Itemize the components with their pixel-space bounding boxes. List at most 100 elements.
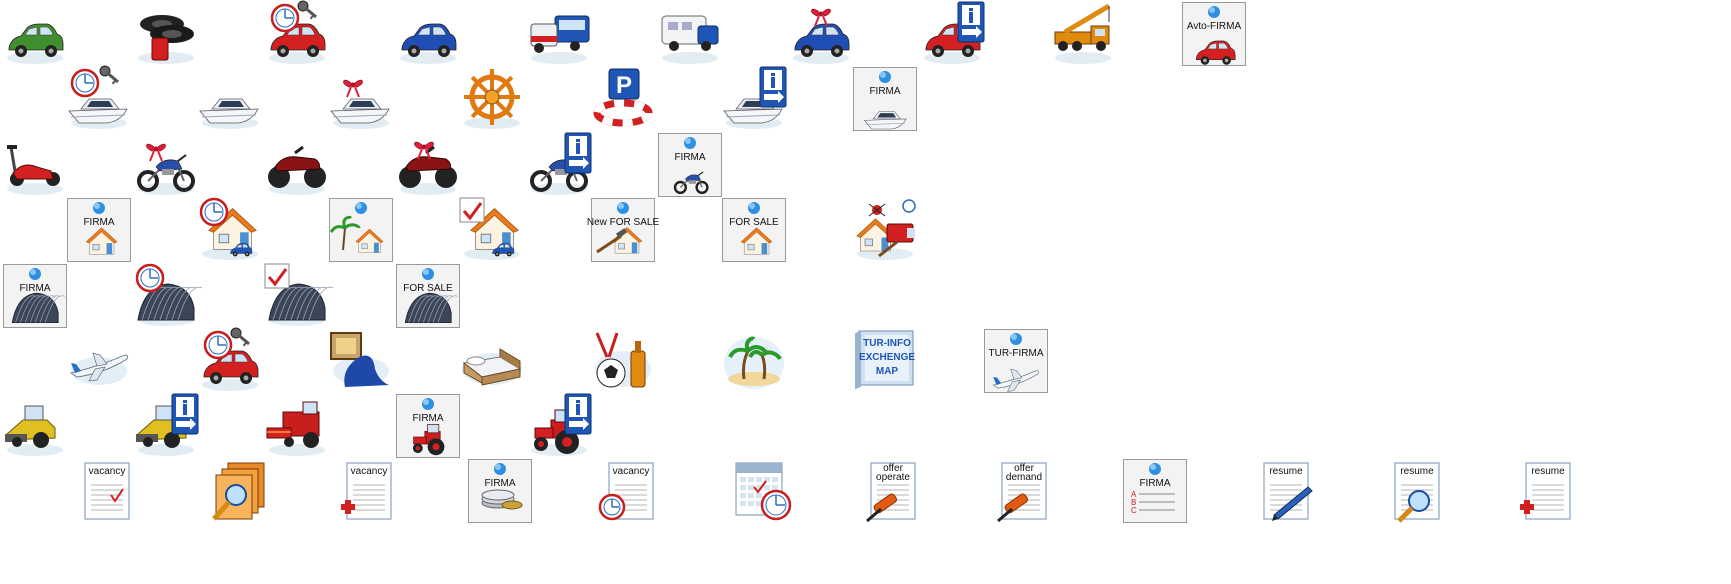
boat-rental-icon xyxy=(67,65,131,131)
doc-label: vacancy xyxy=(89,466,126,477)
resort-house-graphic xyxy=(329,198,393,262)
car-info-icon xyxy=(920,1,985,66)
svg-text:A: A xyxy=(1131,490,1137,499)
tile-label: FIRMA xyxy=(674,152,705,163)
tur-firma-graphic: TUR-FIRMA xyxy=(984,329,1048,393)
svg-text:B: B xyxy=(1131,498,1136,507)
retro-car-graphic xyxy=(7,23,64,64)
resort-house-icon xyxy=(329,198,393,262)
quad-bike-icon xyxy=(265,133,329,197)
doc-label: resume xyxy=(1400,466,1434,477)
blue-car-icon xyxy=(396,2,460,66)
avto-firma-icon: Avto-FIRMA xyxy=(1182,2,1246,66)
blue-car-graphic xyxy=(400,23,457,64)
hangar-firma-icon: FIRMA xyxy=(3,264,67,328)
combine-graphic xyxy=(266,401,325,456)
ship-wheel-graphic xyxy=(464,69,520,129)
car-rental-icon xyxy=(265,0,329,66)
yacht-gift-icon xyxy=(329,67,393,131)
boat-rental-graphic xyxy=(68,65,128,129)
tile-label: Avto-FIRMA xyxy=(1187,21,1242,32)
motorbike-gift-icon xyxy=(134,133,198,197)
finance-firma-icon: FIRMA xyxy=(468,459,532,523)
boat-firma-graphic: FIRMA xyxy=(853,67,917,131)
calendar-clock-graphic xyxy=(735,462,792,521)
scooter-graphic xyxy=(7,145,63,195)
hangar-firma-graphic: FIRMA xyxy=(3,264,67,328)
car-info-graphic xyxy=(924,1,985,64)
quad-bike-graphic xyxy=(268,145,326,195)
hangar-for-sale-graphic: FOR SALE xyxy=(396,264,460,328)
boat-info-graphic xyxy=(723,66,787,129)
resume-edit-graphic: resume xyxy=(1263,462,1313,521)
retro-car-icon xyxy=(3,2,67,66)
house-services-graphic xyxy=(856,199,916,260)
agro-firma-graphic: FIRMA xyxy=(396,394,460,458)
vacancy-add-icon: vacancy xyxy=(337,459,401,523)
tires-oil-icon xyxy=(134,2,198,66)
yacht-icon xyxy=(198,67,262,131)
yacht-graphic xyxy=(199,98,259,129)
vacancy-icon: vacancy xyxy=(75,459,139,523)
tile-label: FIRMA xyxy=(869,86,900,97)
resume-add-icon: resume xyxy=(1516,459,1580,523)
motorbike-gift-graphic xyxy=(137,143,195,195)
car-rental-graphic xyxy=(269,0,326,64)
svg-text:C: C xyxy=(1131,506,1137,515)
palm-island-icon xyxy=(722,329,786,393)
tractor-info-graphic xyxy=(531,393,592,456)
folders-search-graphic xyxy=(212,462,265,521)
house-firma-graphic: FIRMA xyxy=(67,198,131,262)
hangar-for-sale-icon: FOR SALE xyxy=(396,264,460,328)
sport-drink-graphic xyxy=(595,332,651,388)
doc-label: vacancy xyxy=(613,466,650,477)
car-gift-graphic xyxy=(793,8,850,64)
doc-label: resume xyxy=(1531,466,1565,477)
house-check-graphic xyxy=(459,197,520,260)
house-rental-graphic xyxy=(199,197,258,260)
truck-bus-icon xyxy=(527,2,591,66)
crane-truck-graphic xyxy=(1054,3,1111,64)
truck-bus-graphic xyxy=(530,15,590,64)
car-gift-icon xyxy=(789,2,853,66)
harvester-icon xyxy=(3,394,67,458)
motorbike-info-icon xyxy=(527,132,592,197)
new-for-sale-graphic: New FOR SALE xyxy=(587,198,659,262)
crane-truck-icon xyxy=(1051,2,1115,66)
tile-label: FIRMA xyxy=(412,413,443,424)
for-sale-house-graphic: FOR SALE xyxy=(722,198,786,262)
boat-firma-icon: FIRMA xyxy=(853,67,917,131)
doc-label-sub: demand xyxy=(1006,472,1042,483)
tile-label: FOR SALE xyxy=(403,283,453,294)
harvester-graphic xyxy=(5,405,63,456)
resume-search-graphic: resume xyxy=(1394,462,1440,523)
doc-label: resume xyxy=(1269,466,1303,477)
car-rental-travel-icon xyxy=(198,327,262,393)
doc-label: offer xyxy=(883,463,903,474)
harvester-info-graphic xyxy=(136,393,199,456)
bed-icon xyxy=(460,329,524,393)
tile-label: FIRMA xyxy=(484,478,515,489)
vacancy-clock-graphic: vacancy xyxy=(598,462,654,521)
vacancy-clock-icon: vacancy xyxy=(598,459,663,523)
combine-icon xyxy=(265,394,329,458)
motorbike-info-graphic xyxy=(530,132,592,195)
ship-wheel-icon xyxy=(460,67,524,131)
hangar-rental-icon xyxy=(134,263,203,328)
resume-edit-icon: resume xyxy=(1254,459,1318,523)
calendar-clock-icon xyxy=(730,459,794,523)
hangar-rental-graphic xyxy=(135,263,203,326)
tires-oil-graphic xyxy=(138,15,194,64)
house-rental-icon xyxy=(198,197,262,262)
parking-lifebuoy-icon: P xyxy=(591,67,655,131)
house-check-icon xyxy=(459,197,524,262)
doc-label: vacancy xyxy=(351,466,388,477)
boat-info-icon xyxy=(722,66,787,131)
map-label: EXCHENGE xyxy=(859,352,915,363)
